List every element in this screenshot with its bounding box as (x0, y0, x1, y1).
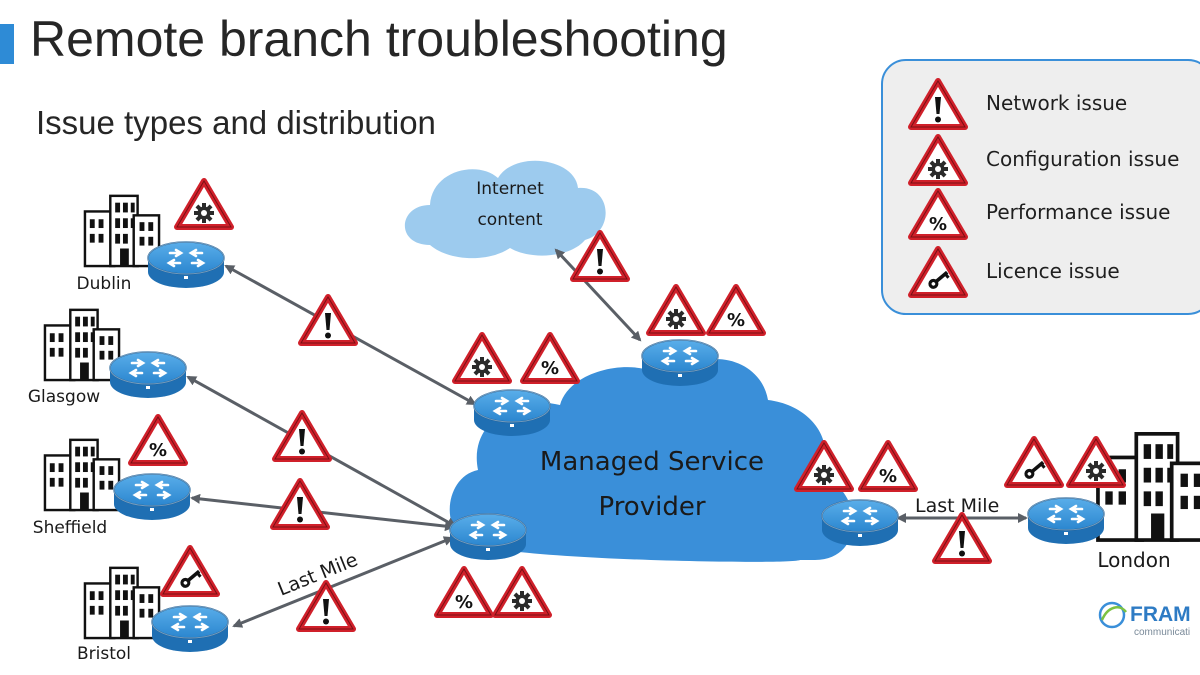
logo-tagline: communicati (1134, 627, 1190, 638)
company-logo: FRAM communicati (1098, 601, 1191, 638)
site-label-london: London (1097, 548, 1170, 572)
site-label-glasgow: Glasgow (28, 387, 100, 407)
branches-router-configuration-warning-icon (495, 569, 549, 615)
sheffield-router-icon (112, 472, 192, 522)
link-internet (554, 248, 642, 342)
london-licence-warning-icon (1007, 439, 1061, 485)
provider-router-dublin-icon (472, 388, 552, 438)
glasgow-router-icon (108, 350, 188, 400)
internet-cloud: Internet content (404, 160, 606, 259)
site-label-bristol: Bristol (77, 644, 131, 664)
provider-router-internet-icon (640, 338, 720, 388)
dublin-router-configuration-warning-icon (455, 335, 509, 381)
sheffield-link-network-warning-icon (273, 481, 327, 527)
provider-cloud: Managed Service Provider (449, 358, 854, 562)
london-link-network-warning-icon (935, 515, 989, 561)
dublin-configuration-warning-icon (177, 181, 231, 227)
site-label-sheffield: Sheffield (33, 518, 107, 538)
link-bristol (232, 536, 454, 628)
legend-label-performance: Performance issue (986, 200, 1170, 224)
london-router-icon (1026, 496, 1106, 546)
internet-router-performance-warning-icon (709, 287, 763, 333)
dublin-router-performance-warning-icon (523, 335, 577, 381)
sheffield-building-icon (43, 438, 121, 512)
page-title: Remote branch troubleshooting (30, 11, 728, 67)
branches-router-performance-warning-icon (437, 569, 491, 615)
link-label-london: Last Mile (915, 495, 999, 517)
bristol-building-icon (83, 566, 161, 640)
internet-cloud-label-line2: content (477, 210, 542, 230)
logo-brand: FRAM (1130, 603, 1191, 626)
bristol-router-icon (150, 604, 230, 654)
legend-label-network: Network issue (986, 91, 1127, 115)
legend-label-configuration: Configuration issue (986, 147, 1179, 171)
bristol-licence-warning-icon (163, 548, 217, 594)
page-subtitle: Issue types and distribution (36, 104, 436, 141)
title-accent-bar (0, 24, 14, 64)
legend: Network issue Configuration issue Perfor… (881, 59, 1200, 315)
link-sheffield (190, 493, 455, 532)
provider-cloud-label-line1: Managed Service (540, 447, 764, 477)
dublin-link-network-warning-icon (301, 297, 355, 343)
provider-router-london-icon (820, 498, 900, 548)
sheffield-performance-warning-icon (131, 417, 185, 463)
internet-router-configuration-warning-icon (649, 287, 703, 333)
provider-cloud-label-line2: Provider (598, 492, 705, 522)
dublin-router-icon (146, 240, 226, 290)
london-router-performance-warning-icon (861, 443, 915, 489)
internet-cloud-label-line1: Internet (476, 179, 544, 199)
legend-label-licence: Licence issue (986, 259, 1120, 283)
glasgow-link-network-warning-icon (275, 413, 329, 459)
site-label-dublin: Dublin (77, 274, 132, 294)
glasgow-building-icon (43, 308, 121, 382)
provider-router-branches-icon (448, 512, 528, 562)
